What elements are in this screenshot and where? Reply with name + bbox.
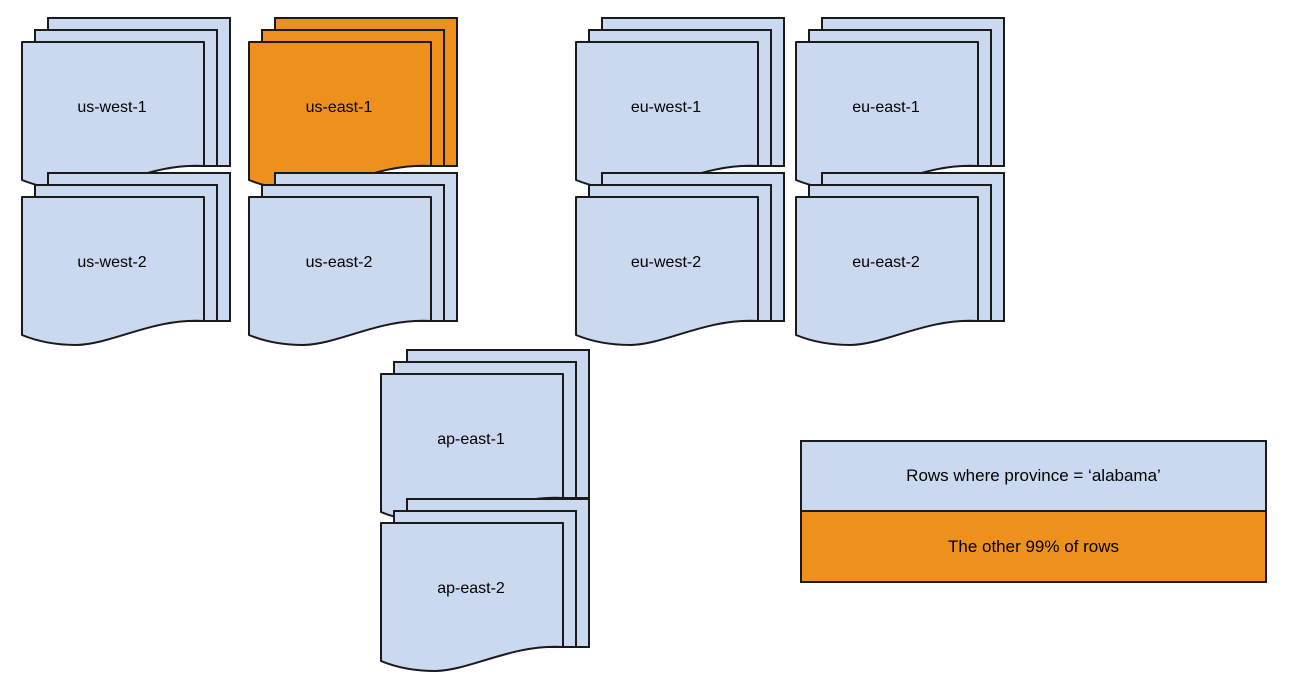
stack-sheet-front [575, 41, 759, 191]
region-stack-glyph [248, 172, 458, 346]
region-stack-eu-east-2[interactable]: eu-east-2 [795, 172, 1005, 346]
legend-entry-label: The other 99% of rows [947, 536, 1120, 556]
region-stack-glyph [380, 498, 590, 672]
region-stack-us-east-1[interactable]: us-east-1 [248, 17, 458, 191]
region-stack-us-west-1[interactable]: us-west-1 [21, 17, 231, 191]
region-stack-ap-east-1[interactable]: ap-east-1 [380, 349, 590, 523]
stack-sheet-front [248, 196, 432, 346]
region-stack-ap-east-2[interactable]: ap-east-2 [380, 498, 590, 672]
region-stack-eu-west-1[interactable]: eu-west-1 [575, 17, 785, 191]
region-stack-us-east-2[interactable]: us-east-2 [248, 172, 458, 346]
region-stack-glyph [795, 172, 1005, 346]
region-stack-glyph [21, 17, 231, 191]
stack-sheet-front [21, 41, 205, 191]
stack-sheet-front [248, 41, 432, 191]
legend-entry-legend-blue: Rows where province = ‘alabama’ [802, 442, 1265, 512]
stack-sheet-front [575, 196, 759, 346]
stack-sheet-front [795, 41, 979, 191]
region-stack-eu-east-1[interactable]: eu-east-1 [795, 17, 1005, 191]
region-stack-glyph [380, 349, 590, 523]
region-stack-glyph [21, 172, 231, 346]
stack-sheet-front [380, 522, 564, 672]
stack-sheet-front [795, 196, 979, 346]
region-stack-glyph [575, 17, 785, 191]
stack-sheet-front [21, 196, 205, 346]
legend: Rows where province = ‘alabama’ The other… [800, 440, 1267, 583]
region-stack-eu-west-2[interactable]: eu-west-2 [575, 172, 785, 346]
region-stack-glyph [795, 17, 1005, 191]
legend-entry-legend-orange: The other 99% of rows [802, 512, 1265, 581]
region-stack-us-west-2[interactable]: us-west-2 [21, 172, 231, 346]
legend-entry-label: Rows where province = ‘alabama’ [906, 466, 1161, 485]
region-stack-glyph [575, 172, 785, 346]
region-stack-glyph [248, 17, 458, 191]
